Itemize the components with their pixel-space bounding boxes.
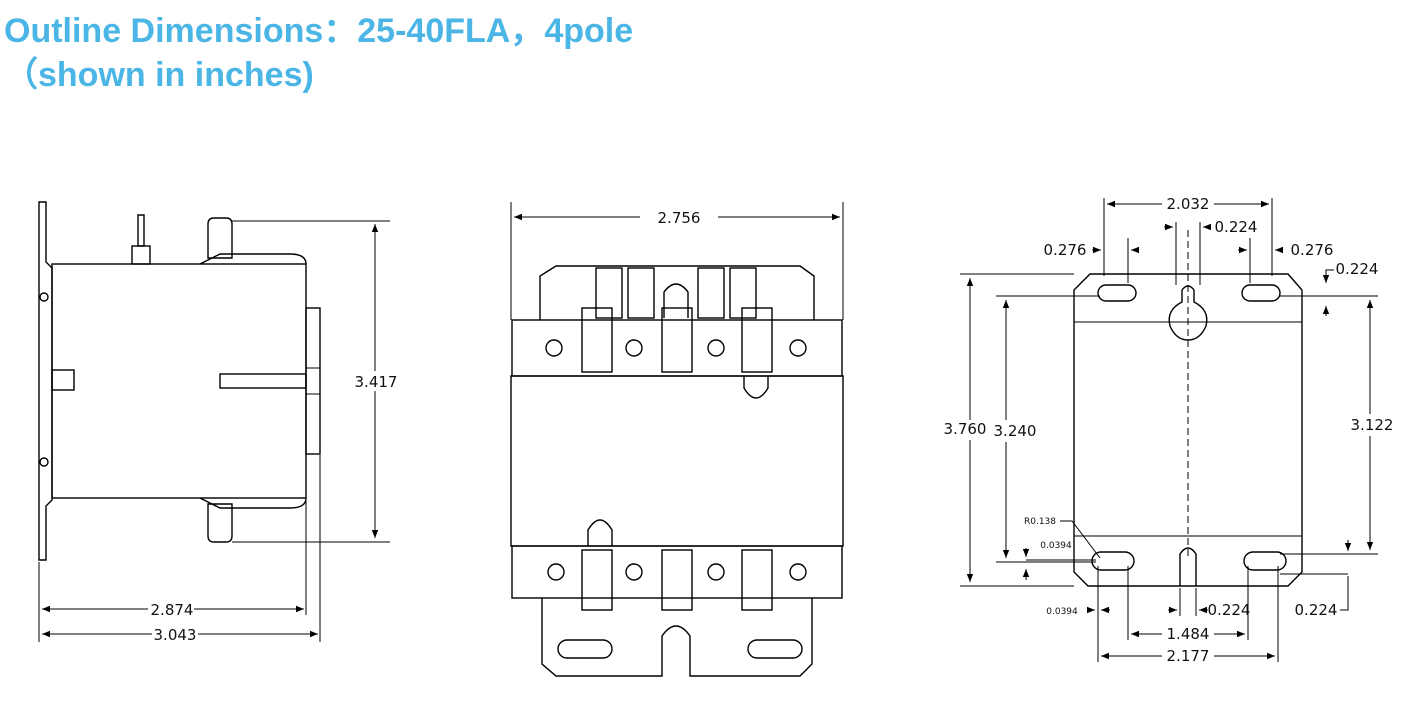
side-view: 3.417 2.874 3.043 [38,201,398,644]
mount-view: 2.032 0.276 0.224 0.276 0.224 3.760 3.24… [944,195,1394,665]
mount-bottom-total-label: 2.177 [1167,647,1210,665]
mount-hole-height-label: 3.240 [994,422,1037,440]
mount-radius-label: R0.138 [1024,517,1056,527]
side-body-depth-label: 2.874 [151,601,194,619]
page-subtitle: （shown in inches) [4,56,314,94]
front-width-label: 2.756 [658,209,701,227]
mount-right-height-label: 3.122 [1351,416,1394,434]
mount-slot-right-label: 0.276 [1291,241,1334,259]
mount-top-offset-label: 0.224 [1336,260,1379,278]
mount-small-offset-label: 0.0394 [1040,541,1072,551]
front-view: 2.756 [510,202,844,677]
mount-bottom-right-label: 0.224 [1295,601,1338,619]
side-total-depth-label: 3.043 [154,626,197,644]
mount-bottom-span-label: 1.484 [1167,625,1210,643]
mount-slot-left-label: 0.276 [1044,241,1087,259]
mount-bottom-center-label: 0.224 [1208,601,1251,619]
mount-total-height-label: 3.760 [944,420,987,438]
mount-slot-center-label: 0.224 [1215,218,1258,236]
mount-bottom-small-label: 0.0394 [1046,607,1078,617]
side-height-label: 3.417 [355,373,398,391]
mount-top-span-label: 2.032 [1167,195,1210,213]
page-title: Outline Dimensions：25-40FLA，4pole [4,12,634,50]
